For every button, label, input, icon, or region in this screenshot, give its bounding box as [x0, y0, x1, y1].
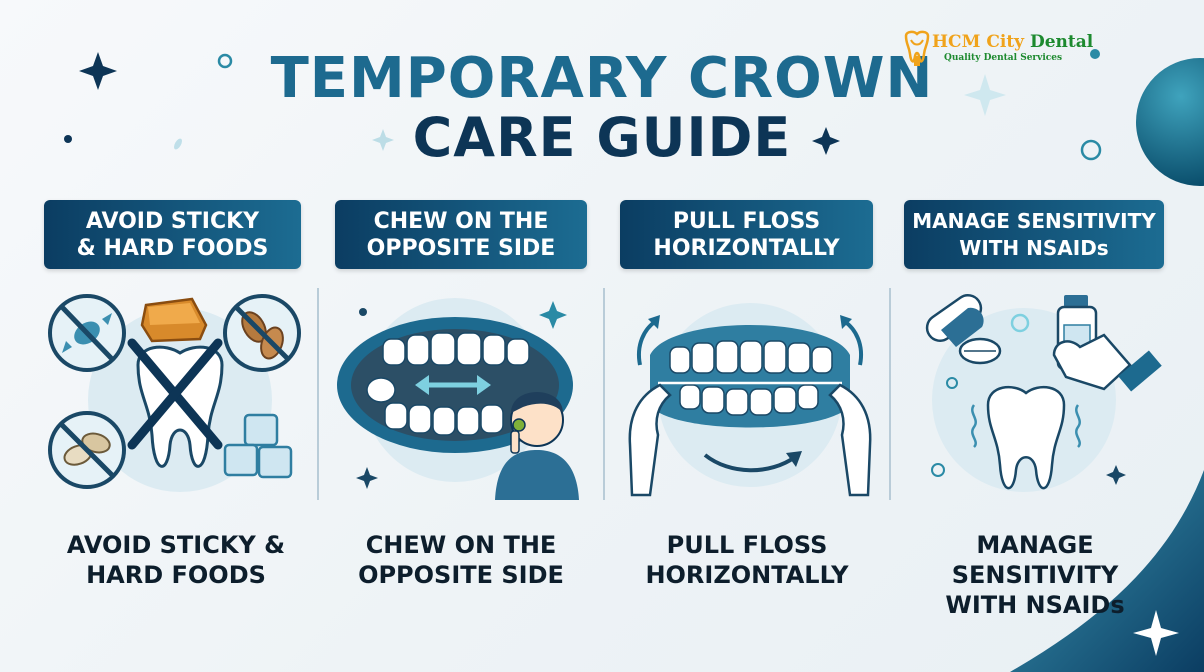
teeth-arch-icon — [650, 325, 850, 428]
sparkle-icon — [356, 467, 378, 489]
sparkle-icon — [1133, 610, 1179, 656]
tooth-sensitivity-icon — [971, 385, 1081, 490]
sensitivity-illustration — [925, 293, 1162, 492]
ring-dot — [217, 53, 233, 69]
step-caption-label: PULL FLOSS HORIZONTALLY — [645, 531, 849, 589]
step-caption-label: MANAGE SENSITIVITY WITH NSAIDs — [945, 531, 1125, 619]
step-banner-label: PULL FLOSS HORIZONTALLY — [653, 208, 840, 261]
crossed-tooth-icon — [127, 338, 224, 468]
logo-tagline: Quality Dental Services — [944, 53, 1063, 63]
decorative-orb — [1136, 58, 1204, 186]
step-caption-floss: PULL FLOSS HORIZONTALLY — [611, 530, 883, 594]
step-banner-sensitivity: MANAGE SENSITIVITY WITH NSAIDs — [904, 200, 1164, 269]
logo-name-part-2: Dental — [1029, 32, 1094, 52]
dot — [64, 135, 72, 143]
step-banner-label: CHEW ON THE OPPOSITE SIDE — [366, 208, 556, 261]
sparkle-icon — [964, 74, 1006, 116]
step-caption-label: AVOID STICKY & HARD FOODS — [66, 531, 286, 589]
tooth-logo-icon — [904, 30, 930, 66]
sparkle-icon — [1106, 465, 1126, 485]
floss-illustration — [628, 303, 872, 497]
sparkle-icon — [79, 52, 117, 90]
capsule-icon — [925, 293, 984, 347]
column-divider — [889, 288, 891, 500]
step-banner-chew-side: CHEW ON THE OPPOSITE SIDE — [335, 200, 587, 269]
boy-eating-icon — [495, 392, 579, 500]
step-banner-avoid-foods: AVOID STICKY & HARD FOODS — [44, 200, 301, 269]
sparkle-icon — [372, 129, 394, 151]
double-arrow-icon — [415, 375, 491, 395]
no-candy-icon — [48, 294, 126, 372]
sparkle-icon — [539, 301, 567, 329]
logo-name-part-1: HCM City — [932, 32, 1025, 52]
dot — [1090, 49, 1100, 59]
logo-name: HCM City Dental — [932, 32, 1093, 52]
dot — [174, 138, 182, 150]
avoid-foods-illustration — [48, 294, 301, 492]
pill-icon — [958, 337, 1002, 365]
no-nuts-icon — [223, 294, 301, 372]
medicine-bottle-hand-icon — [1052, 295, 1162, 392]
page-title-line-2: CARE GUIDE — [412, 106, 792, 169]
chew-side-illustration — [337, 298, 579, 500]
hands-flossing-icon — [628, 383, 872, 497]
page-title-line-1: TEMPORARY CROWN — [270, 46, 934, 111]
ring-dot — [1080, 139, 1102, 161]
step-caption-chew-side: CHEW ON THE OPPOSITE SIDE — [325, 530, 597, 594]
clinic-logo: HCM City Dental Quality Dental Services — [902, 30, 1093, 70]
step-caption-avoid-foods: AVOID STICKY & HARD FOODS — [40, 530, 312, 594]
step-caption-label: CHEW ON THE OPPOSITE SIDE — [358, 531, 564, 589]
column-divider — [603, 288, 605, 500]
no-seeds-icon — [48, 411, 126, 489]
step-banner-label: MANAGE SENSITIVITY WITH NSAIDs — [912, 208, 1156, 260]
step-caption-sensitivity: MANAGE SENSITIVITY WITH NSAIDs — [891, 530, 1179, 619]
step-banner-floss: PULL FLOSS HORIZONTALLY — [620, 200, 873, 269]
curved-arrow-icon — [637, 315, 863, 473]
caramel-icon — [140, 297, 208, 343]
sparkle-icon — [812, 127, 840, 155]
column-divider — [317, 288, 319, 500]
ice-cubes-icon — [223, 413, 293, 479]
step-banner-label: AVOID STICKY & HARD FOODS — [76, 208, 269, 261]
